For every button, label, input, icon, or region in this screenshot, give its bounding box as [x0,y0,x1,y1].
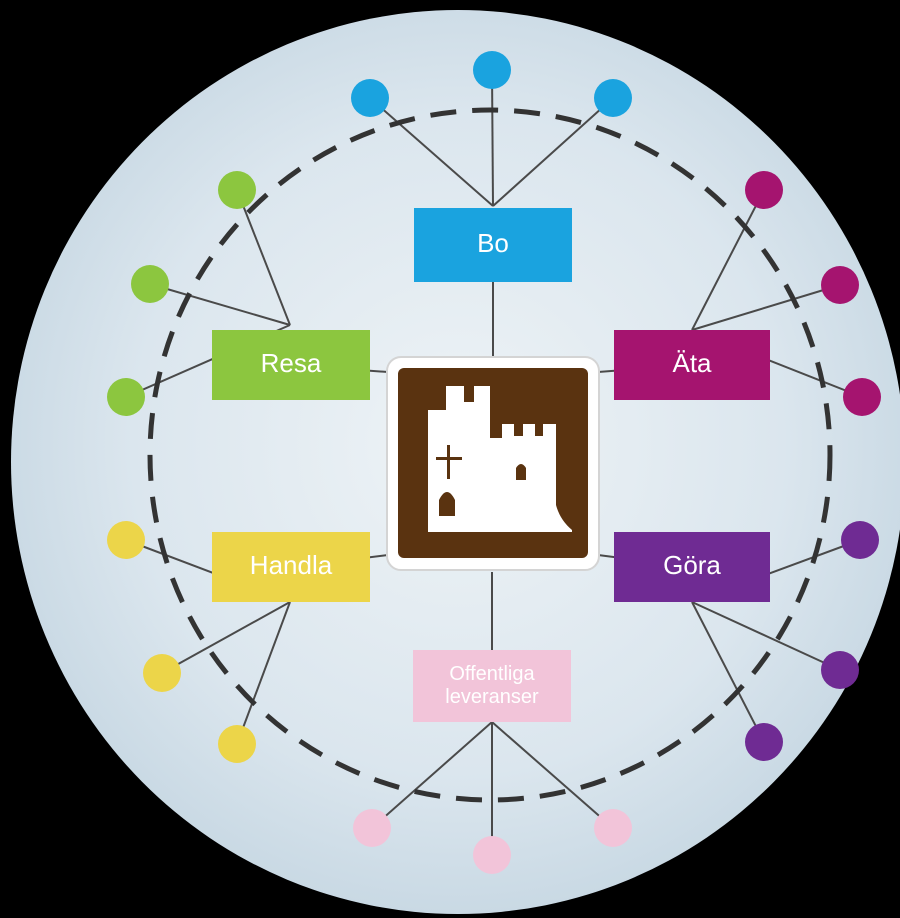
connector-bo-dot-3 [492,97,614,207]
box-ata-label-line-1: Äta [672,348,712,378]
box-bo-label-line-1: Bo [477,228,509,258]
ata-dot-2 [821,266,859,304]
connector-ata-dot-2 [691,284,841,331]
connector-lines [125,69,863,855]
resa-dot-1 [218,171,256,209]
connector-gora-dot-2 [691,601,841,671]
box-gora-bg [614,532,770,602]
offentliga-dot-1 [353,809,391,847]
box-resa: Resa [212,330,370,400]
connector-gora-dot-3 [691,601,765,743]
bo-dot-3 [594,79,632,117]
handla-dot-3 [218,725,256,763]
resa-dot-3 [107,378,145,416]
offentliga-dot-3 [594,809,632,847]
box-gora: Göra [614,532,770,602]
leaf-dots [107,51,881,874]
box-offentliga-label-line-2: leveranser [445,686,539,708]
box-handla: Handla [212,532,370,602]
gora-dot-3 [745,723,783,761]
ata-dot-3 [843,378,881,416]
box-offentliga-bg [413,650,571,722]
bo-dot-1 [351,79,389,117]
castle-icon [428,386,572,532]
connector-resa-dot-1 [236,189,291,326]
connector-offentliga-dot-3 [491,721,614,829]
box-offentliga-label-line-1: Offentliga [449,663,535,685]
connector-bo-dot-1 [369,97,494,207]
gora-dot-1 [841,521,879,559]
connector-offentliga-dot-1 [371,721,493,829]
ata-dot-1 [745,171,783,209]
handla-dot-2 [143,654,181,692]
box-ata: Äta [614,330,770,400]
box-handla-label-line-1: Handla [250,550,333,580]
dashed-ring [147,107,833,803]
box-bo-bg [414,208,572,282]
bo-dot-2 [473,51,511,89]
handla-dot-1 [107,521,145,559]
box-resa-label-line-1: Resa [261,348,322,378]
connector-resa-dot-2 [149,283,291,326]
connector-ata-dot-1 [691,189,765,331]
box-gora-label-line-1: Göra [663,550,721,580]
offentliga-dot-2 [473,836,511,874]
box-bo: Bo [414,208,572,282]
box-ata-bg [614,330,770,400]
box-handla-bg [212,532,370,602]
resa-dot-2 [131,265,169,303]
connector-bo-dot-2 [491,69,494,207]
connector-handla-dot-2 [161,601,291,674]
box-resa-bg [212,330,370,400]
gora-dot-2 [821,651,859,689]
connector-handla-dot-3 [236,601,291,745]
center-sign [386,356,600,571]
